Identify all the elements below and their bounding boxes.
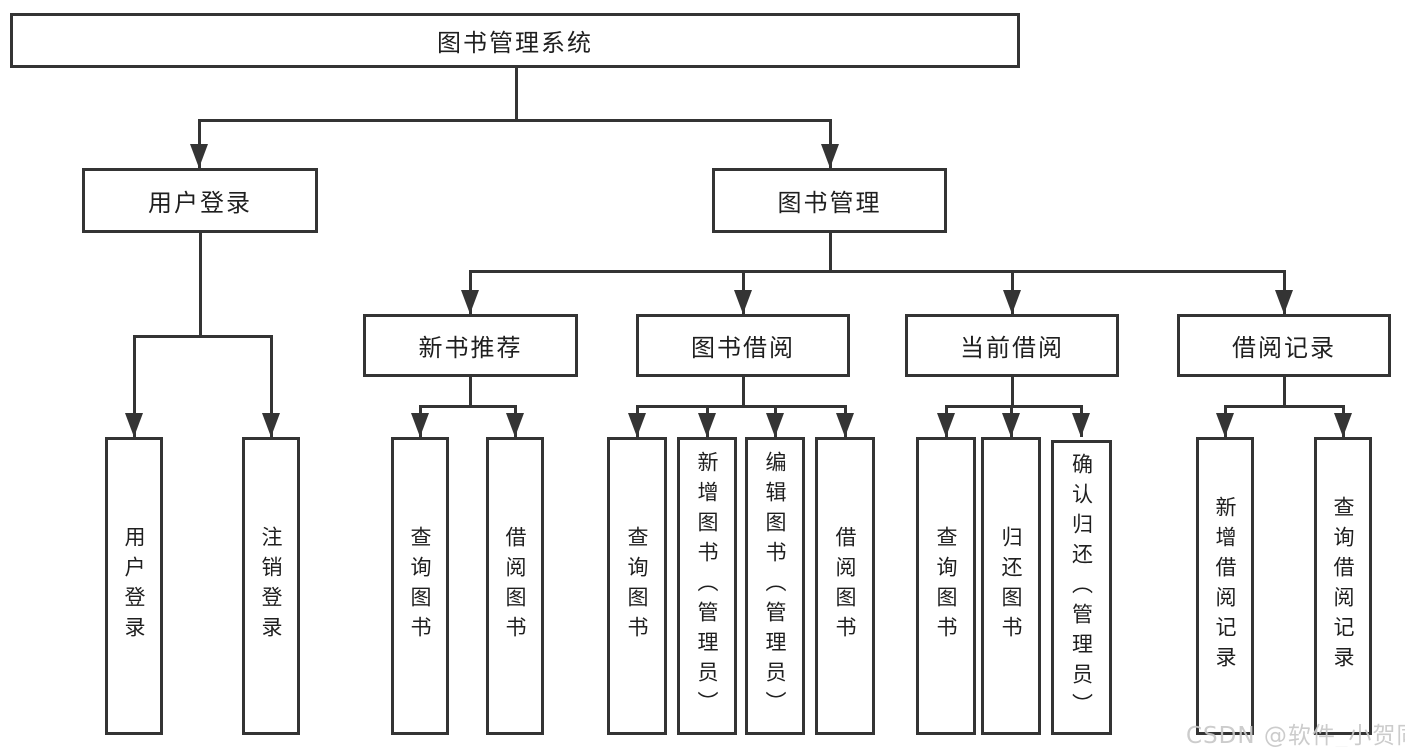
connector-borrowing-records-rail: [1224, 405, 1345, 408]
node-book-management: 图书管理: [712, 168, 947, 233]
node-new-book-recommend-label: 新书推荐: [418, 334, 523, 362]
node-user-login: 用户登录: [82, 168, 318, 233]
leaf-borrow-books-2-label: 借阅图书: [833, 526, 857, 646]
arrow-to-leaf-user-login: [125, 335, 143, 437]
leaf-query-books-3: 查询图书: [916, 437, 976, 735]
node-current-borrowing-label: 当前借阅: [960, 334, 1064, 362]
connector-user-login-rail: [133, 335, 273, 338]
arrow-to-new-book-recommend: [461, 270, 479, 314]
arrow-to-leaf-logout: [262, 335, 280, 437]
leaf-query-books-2-label: 查询图书: [625, 526, 649, 646]
node-root-label: 图书管理系统: [437, 29, 593, 57]
arrow-to-leaf-query-record: [1334, 405, 1352, 437]
leaf-query-borrow-record-label: 查询借阅记录: [1331, 496, 1355, 676]
leaf-logout: 注销登录: [242, 437, 300, 735]
arrow-to-current-borrowing: [1003, 270, 1021, 314]
arrow-to-leaf-add-record: [1216, 405, 1234, 437]
leaf-return-books: 归还图书: [981, 437, 1041, 735]
connector-user-login-stub: [199, 233, 202, 338]
watermark: CSDN @软件_小贺同学: [1186, 723, 1405, 747]
node-book-borrowing-label: 图书借阅: [691, 334, 795, 362]
leaf-borrow-books-1: 借阅图书: [486, 437, 544, 735]
node-current-borrowing: 当前借阅: [905, 314, 1119, 377]
leaf-borrow-books-1-label: 借阅图书: [503, 526, 527, 646]
arrow-to-borrowing-records: [1275, 270, 1293, 314]
node-root: 图书管理系统: [10, 13, 1020, 68]
leaf-query-books-2: 查询图书: [607, 437, 667, 735]
node-borrowing-records: 借阅记录: [1177, 314, 1391, 377]
arrow-to-book-borrowing: [734, 270, 752, 314]
leaf-user-login-label: 用户登录: [122, 526, 146, 646]
leaf-add-borrow-record-label: 新增借阅记录: [1213, 496, 1237, 676]
arrow-to-leaf-confirm-return: [1072, 405, 1090, 437]
leaf-confirm-return-admin: 确认归还（管理员）: [1051, 440, 1112, 735]
node-user-login-label: 用户登录: [148, 189, 252, 217]
node-book-borrowing: 图书借阅: [636, 314, 850, 377]
leaf-logout-label: 注销登录: [259, 526, 283, 646]
connector-current-borrowing-stub: [1011, 377, 1014, 408]
arrow-to-book-management: [821, 119, 839, 168]
leaf-query-borrow-record: 查询借阅记录: [1314, 437, 1372, 735]
leaf-query-books-1: 查询图书: [391, 437, 449, 735]
arrow-to-user-login: [190, 119, 208, 168]
connector-book-borrowing-rail: [636, 405, 847, 408]
arrow-to-leaf-borrow-books-2: [836, 405, 854, 437]
connector-book-borrowing-stub: [742, 377, 745, 408]
leaf-query-books-1-label: 查询图书: [408, 526, 432, 646]
node-book-management-label: 图书管理: [777, 189, 882, 217]
arrow-to-leaf-query-books-2: [628, 405, 646, 437]
arrow-to-leaf-query-books-1: [411, 405, 429, 437]
leaf-return-books-label: 归还图书: [999, 526, 1023, 646]
connector-new-book-stub: [469, 377, 472, 408]
leaf-add-borrow-record: 新增借阅记录: [1196, 437, 1254, 735]
leaf-user-login: 用户登录: [105, 437, 163, 735]
leaf-add-books-admin-label: 新增图书（管理员）: [695, 451, 719, 721]
connector-level1-rail: [198, 119, 832, 122]
arrow-to-leaf-add-books: [698, 405, 716, 437]
leaf-borrow-books-2: 借阅图书: [815, 437, 875, 735]
leaf-confirm-return-admin-label: 确认归还（管理员）: [1069, 452, 1094, 723]
arrow-to-leaf-edit-books: [766, 405, 784, 437]
connector-new-book-rail: [419, 405, 517, 408]
connector-borrowing-records-stub: [1283, 377, 1286, 408]
leaf-query-books-3-label: 查询图书: [934, 526, 958, 646]
arrow-to-leaf-borrow-books-1: [506, 405, 524, 437]
leaf-edit-books-admin: 编辑图书（管理员）: [745, 437, 805, 735]
arrow-to-leaf-return-books: [1002, 405, 1020, 437]
node-new-book-recommend: 新书推荐: [363, 314, 578, 377]
leaf-edit-books-admin-label: 编辑图书（管理员）: [763, 451, 787, 721]
connector-root-trunk: [515, 66, 518, 122]
arrow-to-leaf-query-books-3: [937, 405, 955, 437]
connector-level2-rail: [469, 270, 1286, 273]
connector-book-mgmt-stub: [829, 233, 832, 273]
connector-current-borrowing-rail: [945, 405, 1083, 408]
node-borrowing-records-label: 借阅记录: [1232, 334, 1336, 362]
leaf-add-books-admin: 新增图书（管理员）: [677, 437, 737, 735]
